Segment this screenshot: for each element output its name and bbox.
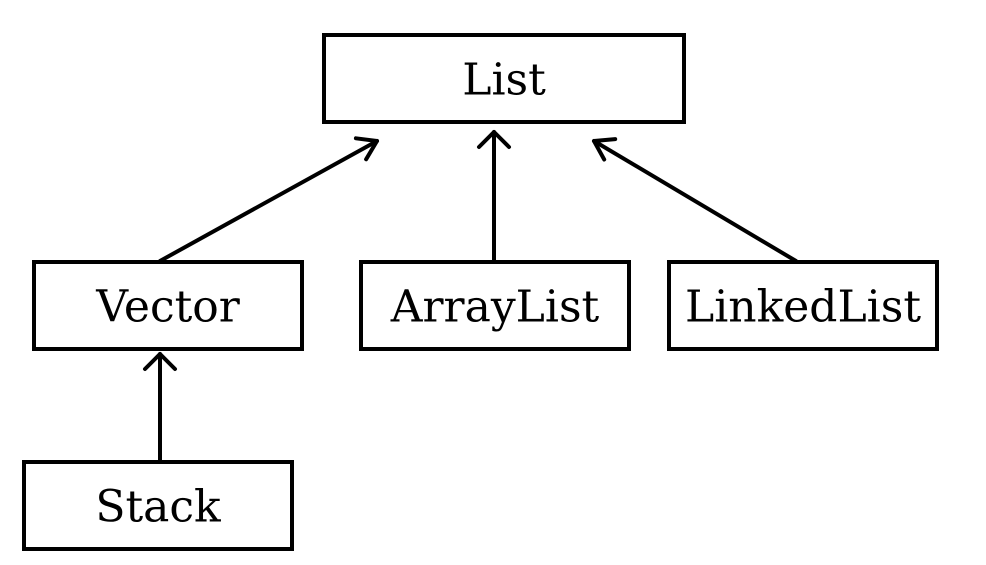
node-linkedlist-label: LinkedList (685, 282, 921, 333)
edge-vector-to-list (158, 136, 379, 263)
node-stack-label: Stack (95, 482, 221, 533)
node-list-label: List (462, 55, 546, 106)
node-linkedlist: LinkedList (667, 260, 939, 351)
edge-arraylist-to-list (477, 130, 511, 263)
edge-stack-to-vector (143, 352, 177, 463)
node-arraylist: ArrayList (359, 260, 631, 351)
node-list: List (322, 33, 686, 124)
edge-linkedlist-to-list (592, 137, 798, 263)
node-stack: Stack (22, 460, 294, 551)
node-vector-label: Vector (95, 282, 241, 333)
node-arraylist-label: ArrayList (390, 282, 600, 333)
node-vector: Vector (32, 260, 304, 351)
